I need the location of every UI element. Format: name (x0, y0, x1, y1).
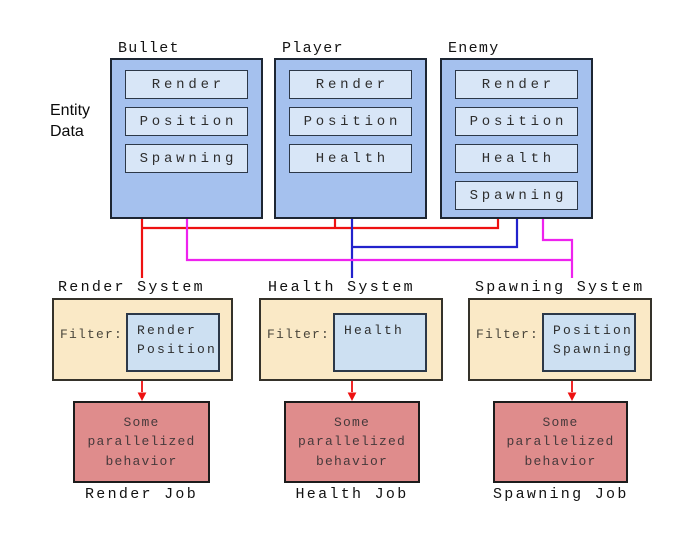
component-chip: Render (455, 70, 578, 99)
behavior-box-health: Some parallelized behavior (284, 401, 420, 483)
filter-component: Position (553, 323, 634, 338)
system-title-spawning: Spawning System (475, 279, 645, 296)
filter-chip-spawning: Position Spawning (542, 313, 636, 372)
filter-chip-render: Render Position (126, 313, 220, 372)
system-box-health: Filter: Health (259, 298, 443, 381)
entity-data-line1: Entity (50, 102, 91, 119)
job-label-spawning: Spawning Job (493, 486, 629, 503)
entity-player: Player Render Position Health (274, 40, 427, 219)
filter-label: Filter: (267, 327, 331, 342)
job-label-render: Render Job (84, 486, 198, 503)
filter-component: Health (344, 323, 405, 338)
entity-box-player: Render Position Health (274, 58, 427, 219)
component-chip: Health (455, 144, 578, 173)
component-chip: Render (289, 70, 412, 99)
arrowheads (137, 392, 577, 401)
component-chip: Spawning (125, 144, 248, 173)
behavior-line: parallelized (87, 434, 196, 450)
behavior-line: behavior (315, 453, 388, 469)
filter-chip-health: Health (333, 313, 427, 372)
filter-label: Filter: (476, 327, 540, 342)
entity-box-enemy: Render Position Health Spawning (440, 58, 593, 219)
entity-title-player: Player (282, 40, 344, 57)
health-system-wire (350, 219, 519, 278)
filter-component: Render (137, 323, 198, 338)
system-title-health: Health System (268, 279, 415, 296)
component-chip: Position (125, 107, 248, 136)
component-chip: Position (455, 107, 578, 136)
filter-label: Filter: (60, 327, 124, 342)
spawning-system-wire (185, 219, 574, 278)
component-chip: Spawning (455, 181, 578, 210)
entity-title-enemy: Enemy (448, 40, 500, 57)
behavior-box-spawning: Some parallelized behavior (493, 401, 628, 483)
system-title-render: Render System (58, 279, 205, 296)
entity-data-label: Entity Data (50, 100, 90, 142)
entity-enemy: Enemy Render Position Health Spawning (440, 40, 593, 219)
system-to-job-arrows (141, 381, 573, 392)
behavior-line: Some (123, 414, 160, 430)
system-box-spawning: Filter: Position Spawning (468, 298, 652, 381)
filter-component: Spawning (553, 342, 634, 357)
behavior-line: Some (542, 414, 579, 430)
entity-title-bullet: Bullet (118, 40, 180, 57)
behavior-box-render: Some parallelized behavior (73, 401, 210, 483)
entity-box-bullet: Render Position Spawning (110, 58, 263, 219)
behavior-line: behavior (524, 453, 597, 469)
job-label-health: Health Job (295, 486, 409, 503)
behavior-line: Some (333, 414, 370, 430)
behavior-line: parallelized (506, 434, 615, 450)
entity-data-line2: Data (50, 123, 84, 140)
filter-component: Position (137, 342, 218, 357)
component-chip: Position (289, 107, 412, 136)
behavior-line: parallelized (297, 434, 406, 450)
render-system-wire (140, 219, 500, 278)
behavior-line: behavior (105, 453, 178, 469)
component-chip: Render (125, 70, 248, 99)
component-chip: Health (289, 144, 412, 173)
system-box-render: Filter: Render Position (52, 298, 233, 381)
entity-bullet: Bullet Render Position Spawning (110, 40, 263, 219)
